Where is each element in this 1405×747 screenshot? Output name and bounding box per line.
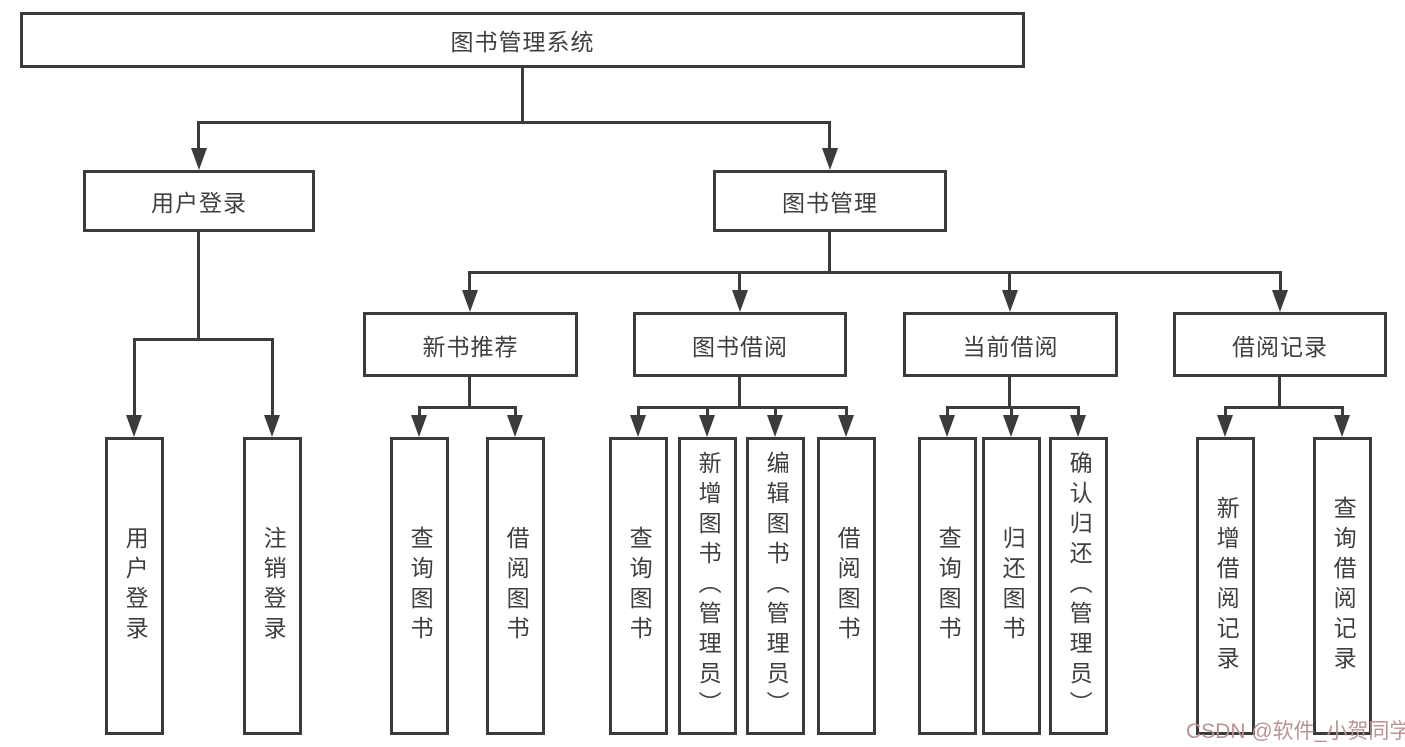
arrowhead-icon: [126, 415, 142, 437]
arrowhead-icon: [699, 415, 715, 437]
arrowhead-icon: [630, 415, 646, 437]
node-root-library-management-system: 图书管理系统: [20, 12, 1025, 68]
node-book-borrowing-label: 图书借阅: [692, 333, 788, 360]
leaf-records-query-borrow-record: 查询借阅记录: [1313, 437, 1372, 735]
leaf-current-confirm-return-admin: 确认归还（管理员）: [1049, 437, 1108, 735]
connector-book-borrowing-drop-2: [706, 406, 709, 416]
leaf-logout-label: 注销登录: [260, 526, 287, 646]
connector-book-borrowing-drop-3: [774, 406, 777, 416]
leaf-current-query-books: 查询图书: [918, 437, 977, 735]
connector-borrowing-records-stem: [1278, 377, 1281, 409]
node-current-borrowing: 当前借阅: [903, 312, 1118, 377]
node-root-label: 图书管理系统: [450, 29, 595, 55]
arrowhead-icon: [1334, 415, 1350, 437]
leaf-recommend-query-books: 查询图书: [390, 437, 449, 735]
connector-new-book-drop-2: [514, 406, 517, 416]
leaf-records-query-borrow-record-label: 查询借阅记录: [1330, 496, 1357, 676]
leaf-borrowing-add-books-admin-label: 新增图书（管理员）: [695, 451, 722, 721]
leaf-records-add-borrow-record: 新增借阅记录: [1196, 437, 1255, 735]
node-book-borrowing: 图书借阅: [633, 312, 847, 377]
leaf-borrowing-borrow-books-label: 借阅图书: [834, 526, 861, 646]
arrowhead-icon: [1217, 415, 1233, 437]
leaf-borrowing-borrow-books: 借阅图书: [817, 437, 876, 735]
node-borrowing-records-label: 借阅记录: [1232, 333, 1328, 360]
leaf-borrowing-edit-books-admin-label: 编辑图书（管理员）: [763, 451, 790, 721]
node-new-book-recommend: 新书推荐: [363, 312, 578, 377]
connector-current-borrowing-hbar: [946, 406, 1080, 409]
connector-root-hbar: [198, 121, 831, 124]
connector-book-management-drop-1: [468, 271, 471, 290]
arrowhead-icon: [264, 415, 280, 437]
leaf-user-login: 用户登录: [105, 437, 164, 735]
arrowhead-icon: [838, 415, 854, 437]
connector-book-borrowing-drop-1: [637, 406, 640, 416]
connector-book-borrowing-stem: [738, 377, 741, 409]
connector-book-management-hbar: [468, 271, 1282, 274]
connector-book-management-drop-4: [1279, 271, 1282, 290]
connector-book-management-stem: [828, 232, 831, 274]
arrowhead-icon: [507, 415, 523, 437]
connector-new-book-hbar: [418, 406, 517, 409]
leaf-recommend-borrow-books-label: 借阅图书: [503, 526, 530, 646]
leaf-current-query-books-label: 查询图书: [935, 526, 962, 646]
csdn-watermark: CSDN @软件_小贺同学: [1186, 720, 1405, 743]
arrowhead-icon: [462, 290, 478, 312]
connector-book-borrowing-hbar: [637, 406, 848, 409]
arrowhead-icon: [732, 290, 748, 312]
node-borrowing-records: 借阅记录: [1173, 312, 1387, 377]
connector-current-borrowing-drop-3: [1077, 406, 1080, 416]
leaf-borrowing-edit-books-admin: 编辑图书（管理员）: [746, 437, 805, 735]
connector-current-borrowing-drop-1: [946, 406, 949, 416]
leaf-borrowing-query-books-label: 查询图书: [626, 526, 653, 646]
arrowhead-icon: [767, 415, 783, 437]
connector-root-drop-user-login: [197, 121, 200, 150]
leaf-borrowing-add-books-admin: 新增图书（管理员）: [678, 437, 737, 735]
node-user-login: 用户登录: [83, 170, 315, 232]
arrowhead-icon: [191, 148, 207, 170]
leaf-records-add-borrow-record-label: 新增借阅记录: [1213, 496, 1240, 676]
connector-user-login-drop-1: [133, 338, 136, 415]
connector-current-borrowing-stem: [1008, 377, 1011, 409]
connector-new-book-drop-1: [418, 406, 421, 416]
connector-user-login-drop-2: [271, 338, 274, 415]
connector-root-stem: [521, 68, 524, 124]
connector-current-borrowing-drop-2: [1010, 406, 1013, 416]
node-new-book-recommend-label: 新书推荐: [422, 333, 519, 360]
node-book-management: 图书管理: [713, 170, 947, 232]
node-user-login-label: 用户登录: [151, 190, 247, 216]
leaf-current-return-books-label: 归还图书: [999, 526, 1026, 646]
connector-user-login-hbar: [133, 338, 274, 341]
connector-borrowing-records-drop-2: [1341, 406, 1344, 416]
arrowhead-icon: [822, 148, 838, 170]
arrowhead-icon: [1003, 415, 1019, 437]
connector-new-book-stem: [468, 377, 471, 409]
connector-borrowing-records-hbar: [1224, 406, 1344, 409]
arrowhead-icon: [1272, 290, 1288, 312]
arrowhead-icon: [939, 415, 955, 437]
connector-book-management-drop-3: [1008, 271, 1011, 290]
leaf-logout: 注销登录: [243, 437, 302, 735]
leaf-user-login-label: 用户登录: [122, 526, 149, 646]
arrowhead-icon: [1070, 415, 1086, 437]
leaf-current-return-books: 归还图书: [982, 437, 1041, 735]
arrowhead-icon: [411, 415, 427, 437]
leaf-borrowing-query-books: 查询图书: [609, 437, 668, 735]
connector-book-borrowing-drop-4: [845, 406, 848, 416]
leaf-recommend-query-books-label: 查询图书: [407, 526, 434, 646]
connector-borrowing-records-drop-1: [1224, 406, 1227, 416]
connector-book-management-drop-2: [738, 271, 741, 290]
leaf-recommend-borrow-books: 借阅图书: [486, 437, 545, 735]
connector-user-login-stem: [197, 232, 200, 341]
node-current-borrowing-label: 当前借阅: [962, 333, 1059, 360]
leaf-current-confirm-return-admin-label: 确认归还（管理员）: [1066, 451, 1093, 721]
arrowhead-icon: [1002, 290, 1018, 312]
node-book-management-label: 图书管理: [782, 190, 878, 216]
connector-root-drop-book-management: [828, 121, 831, 150]
